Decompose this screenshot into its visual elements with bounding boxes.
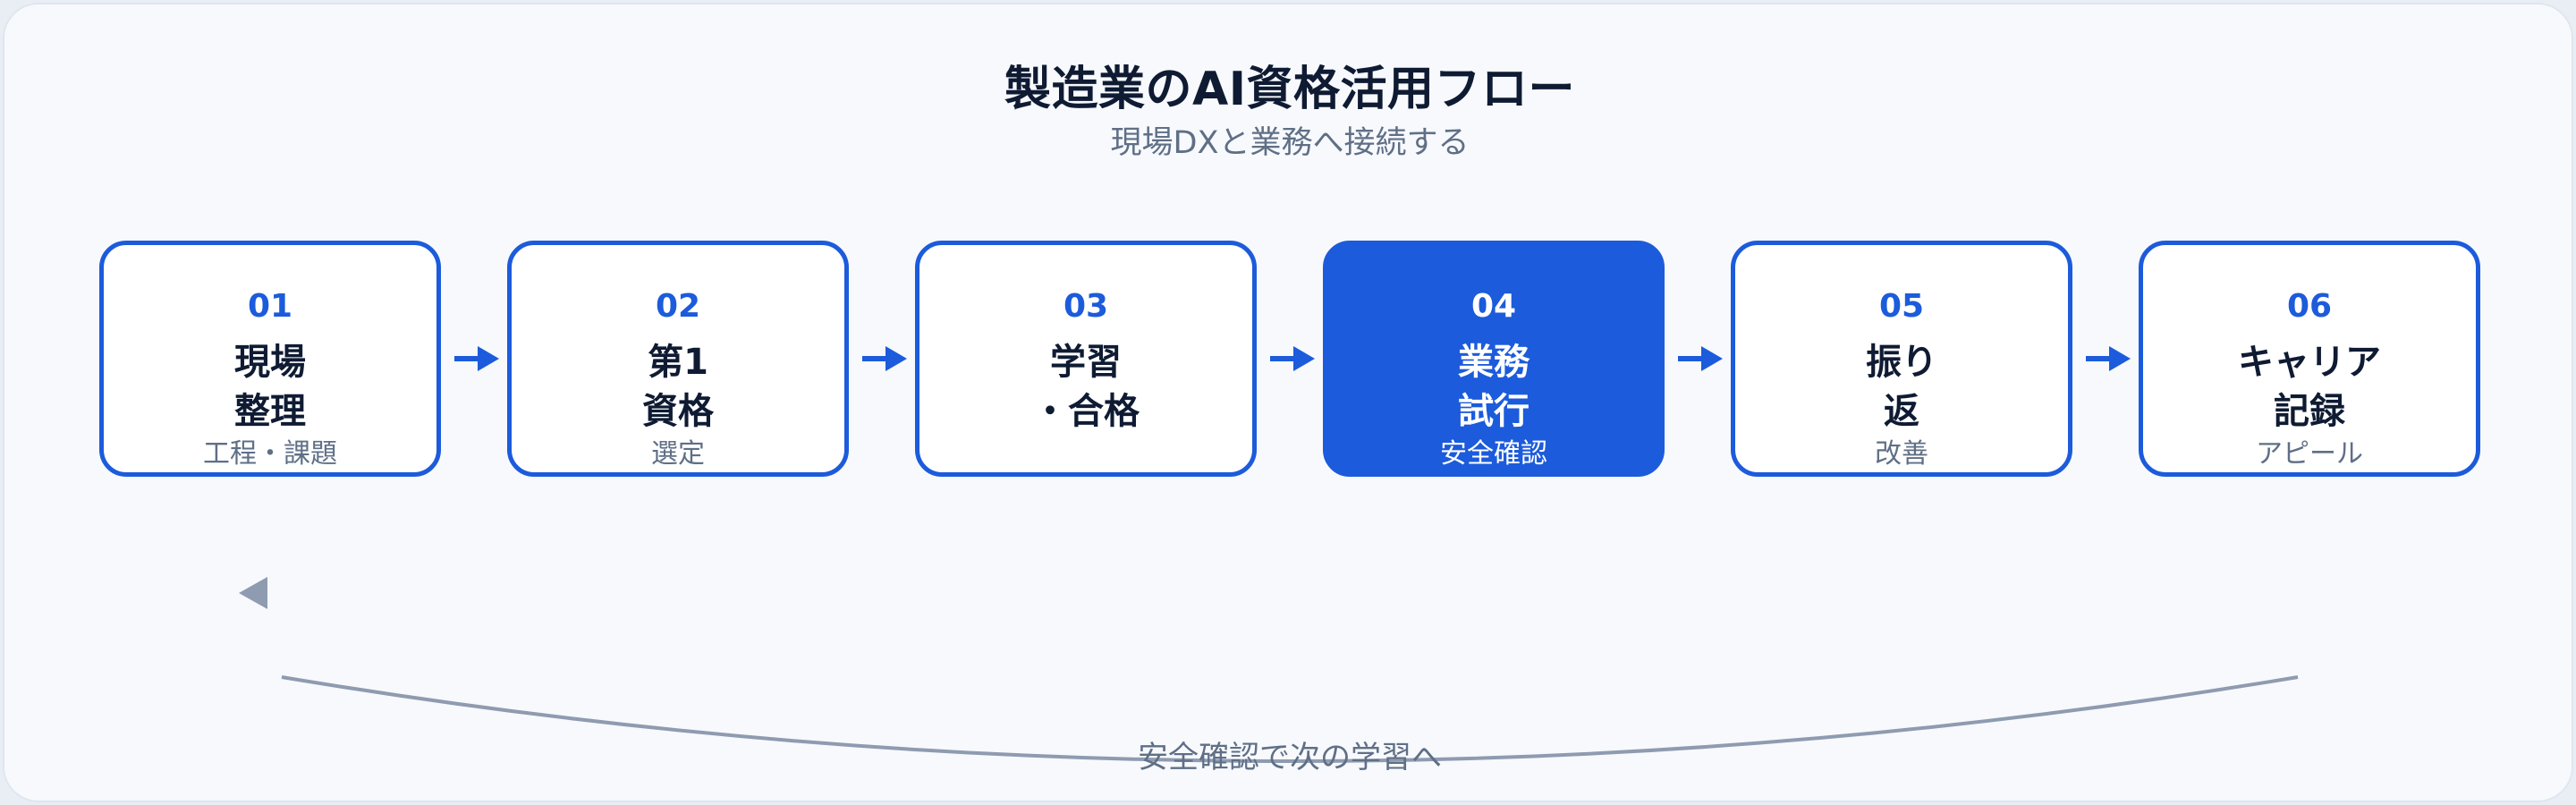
step-label: キャリア記録: [2143, 338, 2476, 436]
step-number: 04: [1470, 288, 1517, 325]
feedback-loop-curve: [281, 675, 2299, 763]
flow-steps: 01 現場整理 工程・課題 02 第1 資格 選定 03 学習・合格 04: [4, 4, 2572, 801]
step-label-line2: ・合格: [1032, 391, 1140, 432]
step-label-line2: 試行: [1458, 391, 1530, 432]
step-label: 業務試行: [1327, 338, 1660, 436]
loop-arrowhead-icon: [239, 577, 267, 609]
arrow-right-icon: [862, 346, 907, 371]
step-sublabel: 改善: [1875, 438, 1928, 470]
step-number: 06: [2286, 288, 2333, 325]
step-sublabel: 選定: [651, 438, 705, 470]
step-number: 05: [1878, 288, 1925, 325]
arrow-right-icon: [2086, 346, 2131, 371]
feedback-loop: [239, 577, 2299, 763]
step-box-01: 01 現場整理 工程・課題: [99, 241, 441, 477]
step-label-line1: 振り: [1866, 342, 1937, 383]
diagram-panel: 製造業のAI資格活用フロー 現場DXと業務へ接続する 01 現場整理 工程・課題…: [3, 3, 2573, 802]
step-sublabel: アピール: [2256, 438, 2363, 470]
step-box-03: 03 学習・合格: [915, 241, 1257, 477]
step-box-05: 05 振り返 改善: [1731, 241, 2072, 477]
step-label-line1: キャリア: [2238, 342, 2381, 383]
diagram-subtitle: 現場DXと業務へ接続する: [1110, 125, 1470, 161]
arrow-right-icon: [1678, 346, 1723, 371]
arrow-right-icon: [1270, 346, 1315, 371]
step-sublabel: 工程・課題: [203, 438, 337, 470]
step-label-line1: 学習: [1050, 342, 1122, 383]
step-box-02: 02 第1 資格 選定: [507, 241, 849, 477]
step-number: 02: [655, 288, 701, 325]
step-label-line1: 業務: [1458, 342, 1530, 383]
step-label: 振り返: [1735, 338, 2068, 436]
step-label-line2: 整理: [234, 391, 306, 432]
step-label: 学習・合格: [919, 338, 1252, 436]
step-sublabel: 安全確認: [1440, 438, 1547, 470]
step-label-line2: 記録: [2274, 391, 2345, 432]
step-box-04: 04 業務試行 安全確認: [1323, 241, 1665, 477]
step-label-line1: 現場: [234, 342, 306, 383]
step-label-line1: 第1: [648, 342, 708, 383]
arrow-right-icon: [454, 346, 499, 371]
diagram-title: 製造業のAI資格活用フロー: [1004, 63, 1576, 116]
step-label-line2: 返: [1884, 391, 1919, 432]
step-number: 01: [247, 288, 293, 325]
step-label-line2: 資格: [642, 391, 714, 432]
step-label: 第1 資格: [512, 338, 844, 436]
step-box-06: 06 キャリア記録 アピール: [2139, 241, 2480, 477]
feedback-loop-label: 安全確認で次の学習へ: [1138, 740, 1442, 775]
step-label: 現場整理: [104, 338, 436, 436]
step-number: 03: [1063, 288, 1109, 325]
